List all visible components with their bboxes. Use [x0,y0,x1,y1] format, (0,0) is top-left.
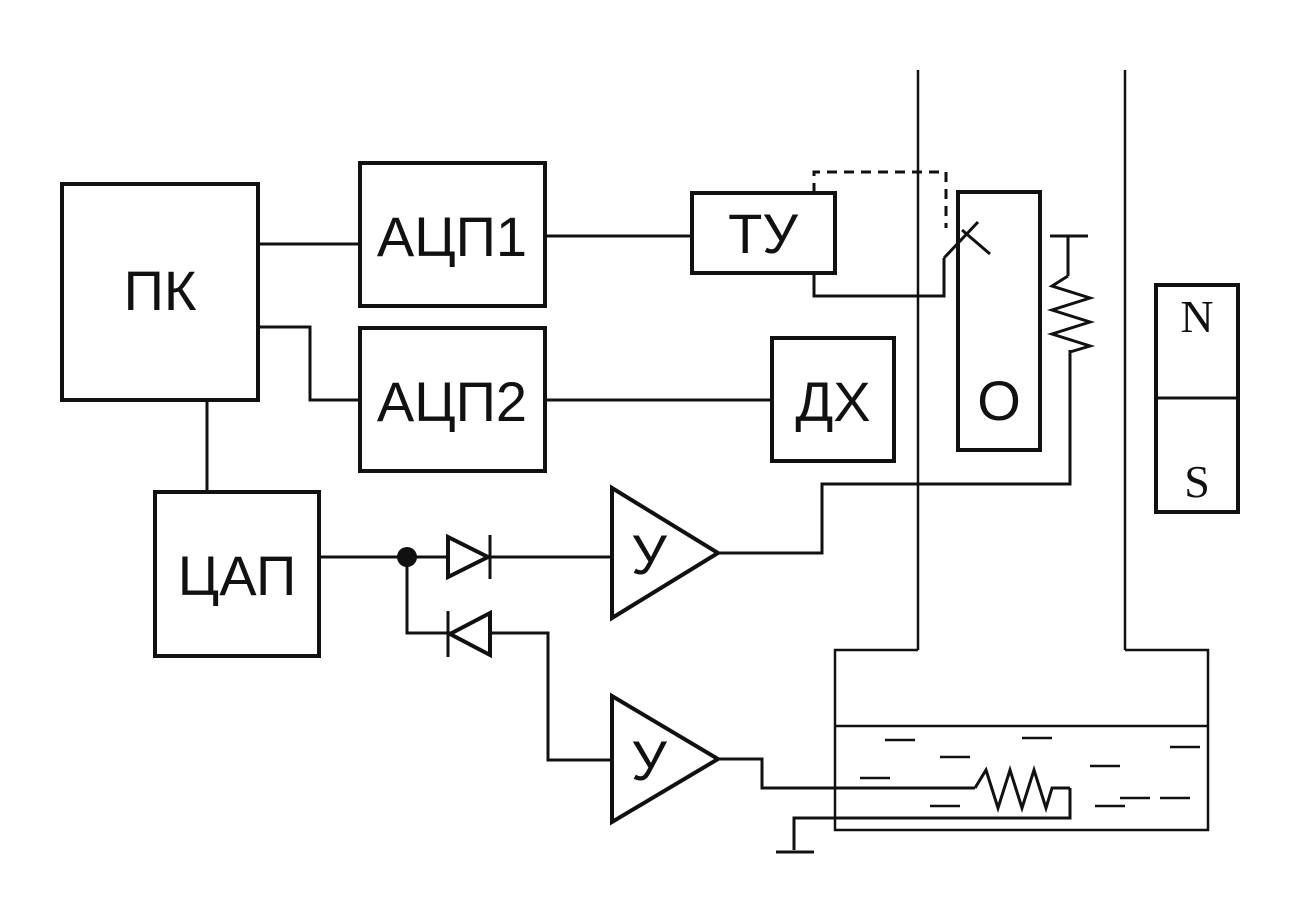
diode-bottom [445,609,492,659]
amplifier-top: У [610,484,722,622]
adc2-label: АЦП2 [377,370,527,433]
cryostat [833,70,1210,832]
amplifier-bottom: У [610,692,722,826]
dac-label: ЦАП [178,544,296,607]
liquid-surface-marks [860,736,1200,808]
tu-label: ТУ [728,202,798,265]
amplifier-top-label: У [631,523,667,586]
bath-heater-resistor [973,765,1070,814]
magnet-north-label: N [1180,291,1213,342]
sample-label: О [977,369,1021,432]
dac-block: ЦАП [153,490,321,658]
magnet-south-label: S [1184,456,1210,507]
pk-label: ПК [124,259,197,322]
adc2-block: АЦП2 [358,326,547,473]
dashed-link [812,170,948,228]
dh-label: ДХ [795,370,870,433]
dh-block: ДХ [770,336,896,463]
sample-holder: О [956,190,1042,452]
junction-dot [397,547,417,567]
adc1-label: АЦП1 [377,205,527,268]
adc1-block: АЦП1 [358,161,547,308]
tu-block: ТУ [690,191,837,275]
sample-heater-resistor [1047,234,1096,354]
pk-block: ПК [60,182,260,402]
amplifier-bottom-label: У [631,729,667,792]
connection-wires [205,220,1072,854]
magnet: N S [1154,283,1240,514]
diode-top [446,533,493,581]
